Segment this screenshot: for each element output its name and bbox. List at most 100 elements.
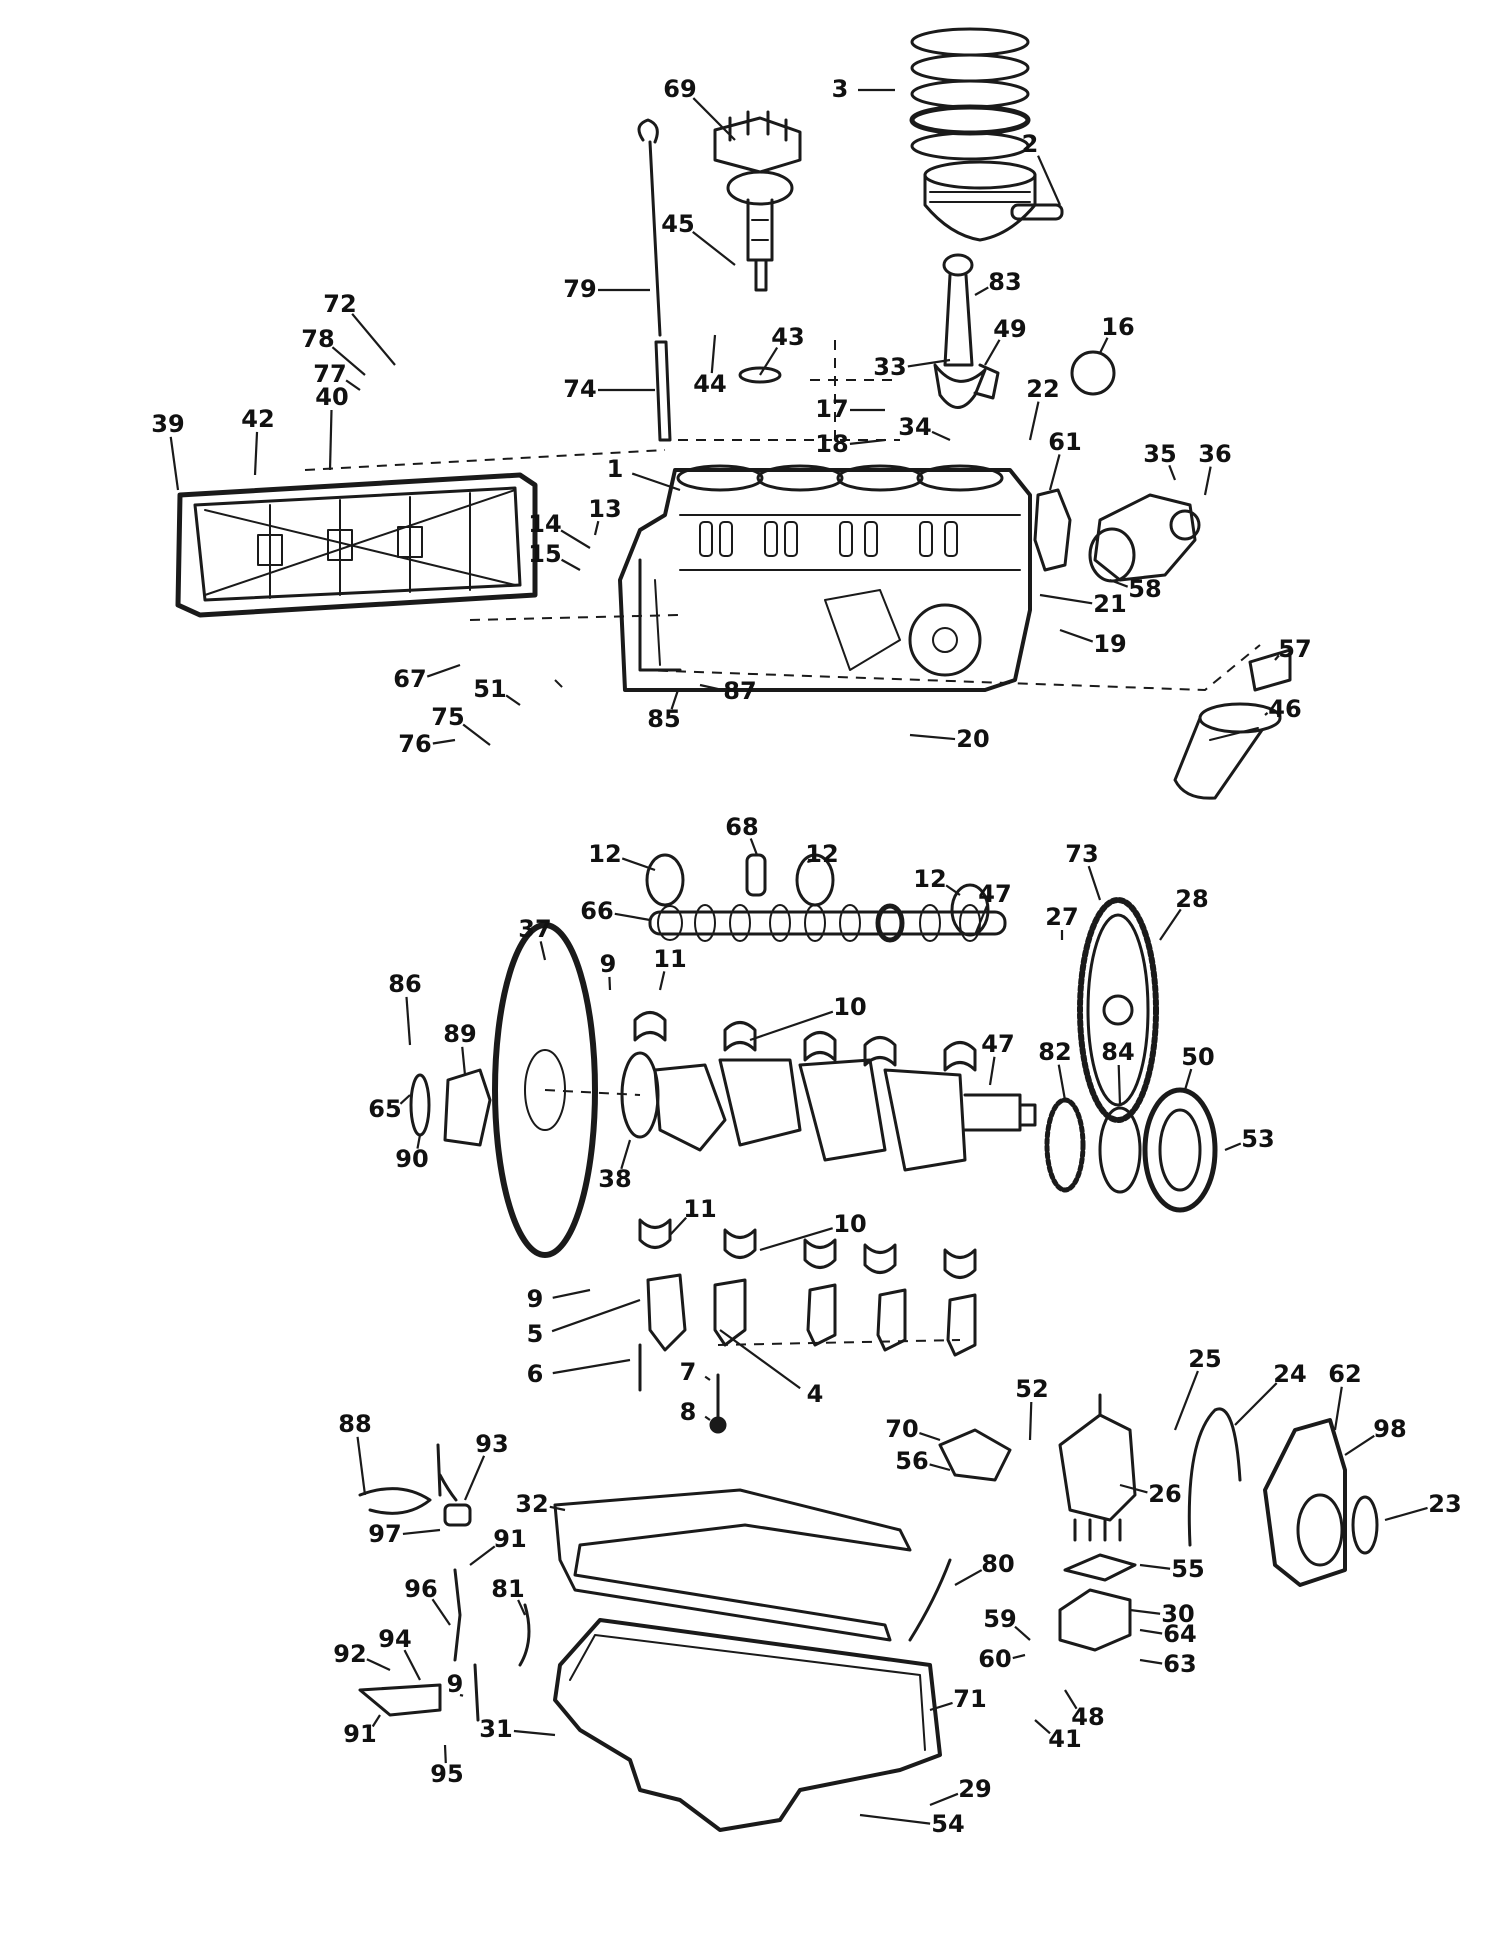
callout-label-4: 4 bbox=[807, 1380, 824, 1408]
callout-label-56: 56 bbox=[895, 1447, 928, 1475]
callout-label-61: 61 bbox=[1048, 428, 1081, 456]
leader-line-70 bbox=[919, 1432, 941, 1442]
callout-label-80: 80 bbox=[981, 1550, 1014, 1578]
leader-line-63 bbox=[1139, 1658, 1163, 1665]
callout-label-22: 22 bbox=[1026, 375, 1059, 403]
leader-line-31 bbox=[513, 1729, 556, 1737]
leader-line-91 bbox=[469, 1545, 496, 1566]
callout-label-75: 75 bbox=[431, 703, 464, 731]
drive-bracket bbox=[358, 1683, 442, 1717]
callout-label-37: 37 bbox=[518, 915, 551, 943]
callout-label-24: 24 bbox=[1273, 1360, 1306, 1388]
leader-line-51 bbox=[505, 694, 521, 706]
callout-label-96: 96 bbox=[404, 1575, 437, 1603]
callout-label-27: 27 bbox=[1045, 903, 1078, 931]
leader-line-36 bbox=[1203, 466, 1212, 496]
leader-line-65 bbox=[399, 1094, 411, 1105]
callout-label-9: 9 bbox=[527, 1285, 544, 1313]
leader-line-43 bbox=[759, 346, 779, 376]
rear-main-seal bbox=[409, 1073, 431, 1137]
leader-line-28 bbox=[1159, 908, 1182, 941]
leader-line-94 bbox=[403, 1649, 421, 1681]
callout-label-45: 45 bbox=[661, 210, 694, 238]
rear-seal-strip bbox=[518, 1603, 531, 1667]
callout-label-49: 49 bbox=[993, 315, 1026, 343]
leader-line-9 bbox=[608, 976, 612, 991]
expansion-plug bbox=[1070, 350, 1116, 396]
callout-label-71: 71 bbox=[953, 1685, 986, 1713]
callout-label-47: 47 bbox=[978, 880, 1011, 908]
callout-label-43: 43 bbox=[771, 323, 804, 351]
callout-label-7: 7 bbox=[680, 1358, 697, 1386]
callout-label-10: 10 bbox=[833, 993, 866, 1021]
leader-line-34 bbox=[931, 430, 951, 442]
leader-line-24 bbox=[1234, 1382, 1278, 1426]
callout-label-11: 11 bbox=[653, 945, 686, 973]
leader-line-13 bbox=[593, 520, 600, 536]
leader-line-9 bbox=[552, 1288, 591, 1299]
callout-label-63: 63 bbox=[1163, 1650, 1196, 1678]
callout-label-14: 14 bbox=[528, 510, 561, 538]
callout-label-98: 98 bbox=[1373, 1415, 1406, 1443]
callout-label-88: 88 bbox=[338, 1410, 371, 1438]
leader-line-85 bbox=[670, 689, 680, 710]
callout-label-84: 84 bbox=[1101, 1038, 1134, 1066]
callout-label-15: 15 bbox=[528, 540, 561, 568]
leader-line-49 bbox=[984, 339, 1001, 366]
leader-line-6 bbox=[552, 1358, 631, 1375]
callout-label-54: 54 bbox=[931, 1810, 964, 1838]
oil-pan-front-seal bbox=[908, 1558, 952, 1642]
callout-label-92: 92 bbox=[333, 1640, 366, 1668]
leader-line-97 bbox=[402, 1528, 441, 1536]
camshaft-gear bbox=[1077, 897, 1159, 1123]
callout-label-55: 55 bbox=[1171, 1555, 1204, 1583]
callout-label-47: 47 bbox=[981, 1030, 1014, 1058]
leader-line-53 bbox=[1224, 1142, 1242, 1152]
leader-line-90 bbox=[416, 1134, 422, 1149]
leader-line-83 bbox=[974, 286, 989, 296]
callout-label-50: 50 bbox=[1181, 1043, 1214, 1071]
leader-line-39 bbox=[169, 436, 180, 491]
leader-line-45 bbox=[692, 231, 736, 266]
callout-label-12: 12 bbox=[588, 840, 621, 868]
callout-label-46: 46 bbox=[1268, 695, 1301, 723]
dipstick bbox=[637, 118, 672, 442]
leader-line-73 bbox=[1087, 865, 1102, 901]
callout-label-78: 78 bbox=[301, 325, 334, 353]
leader-line-35 bbox=[1168, 464, 1177, 481]
leader-line-75 bbox=[462, 723, 491, 746]
callout-label-73: 73 bbox=[1065, 840, 1098, 868]
callout-label-95: 95 bbox=[430, 1760, 463, 1788]
callout-label-91: 91 bbox=[493, 1525, 526, 1553]
callout-label-40: 40 bbox=[315, 383, 348, 411]
main-bearings bbox=[633, 1011, 977, 1279]
leader-line-9 bbox=[459, 1693, 464, 1697]
leader-line-80 bbox=[954, 1569, 983, 1586]
timing-cover-seal bbox=[1351, 1495, 1379, 1555]
leader-line-61 bbox=[1048, 454, 1061, 491]
leader-line-16 bbox=[1099, 337, 1109, 354]
callout-label-83: 83 bbox=[988, 268, 1021, 296]
callout-label-25: 25 bbox=[1188, 1345, 1221, 1373]
engine-block bbox=[618, 464, 1032, 692]
leader-line-23 bbox=[1384, 1506, 1428, 1522]
callout-label-72: 72 bbox=[323, 290, 356, 318]
leader-line-32 bbox=[549, 1505, 566, 1512]
fuel-pump bbox=[1058, 1588, 1132, 1652]
oil-pressure-sender bbox=[1248, 648, 1292, 692]
oil-pickup-tube bbox=[1187, 1407, 1242, 1547]
oil-pump-screen bbox=[938, 1428, 1012, 1482]
callout-label-30: 30 bbox=[1161, 1600, 1194, 1628]
callout-label-19: 19 bbox=[1093, 630, 1126, 658]
leader-line-38 bbox=[620, 1139, 632, 1170]
callout-label-69: 69 bbox=[663, 75, 696, 103]
callout-label-28: 28 bbox=[1175, 885, 1208, 913]
leader-line-29 bbox=[929, 1792, 959, 1807]
leader-line-95 bbox=[443, 1744, 447, 1764]
callout-label-12: 12 bbox=[805, 840, 838, 868]
callout-label-81: 81 bbox=[491, 1575, 524, 1603]
water-pump-gasket bbox=[1033, 488, 1072, 572]
callout-label-32: 32 bbox=[515, 1490, 548, 1518]
callout-label-67: 67 bbox=[393, 665, 426, 693]
